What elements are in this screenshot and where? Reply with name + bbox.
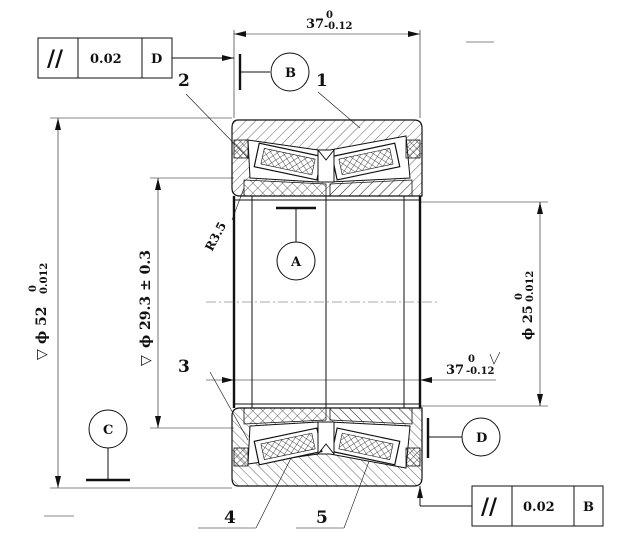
datum-b-marker: B [238, 52, 310, 92]
bore-diameter-dimension: ▽ ϕ 29.3 ± 0.3 [138, 177, 234, 429]
datum-d-marker: D [426, 417, 501, 458]
outer-dia-symbol: ▽ [34, 349, 50, 360]
datum-c-marker: C [86, 409, 130, 482]
tolerance-value-top: 0.02 [90, 52, 122, 67]
tolerance-datum-top: D [151, 52, 162, 67]
outer-dia-upper-tol: 0 [28, 285, 39, 292]
top-width-lower-tol: -0.12 [324, 21, 353, 32]
top-width-dimension: 37 0 -0.12 [233, 10, 421, 118]
tolerance-frame-bottom: // 0.02 B [417, 485, 604, 527]
tolerance-frame-top: // 0.02 D [37, 37, 234, 79]
tolerance-datum-bottom: B [583, 500, 594, 515]
mid-width-upper-tol: 0 [468, 354, 475, 365]
mid-width-nominal: 37 [446, 363, 464, 378]
radius-leader [231, 187, 245, 221]
mid-width-lower-tol: -0.12 [466, 366, 495, 377]
tolerance-value-bottom: 0.02 [523, 500, 555, 515]
inner-dia-lower-tol: 0.012 [525, 271, 536, 302]
parallelism-symbol-bottom: // [481, 494, 498, 520]
outer-dia-prefix: ϕ 52 [34, 306, 50, 344]
part-label-2: 2 [178, 71, 190, 91]
datum-c-label: C [103, 423, 113, 438]
bore-text: ϕ 29.3 ± 0.3 [138, 250, 154, 348]
parallelism-symbol-top: // [47, 46, 64, 72]
datum-d-label: D [476, 431, 487, 446]
top-width-upper-tol: 0 [326, 10, 333, 21]
inner-dia-prefix: ϕ 25 [521, 305, 536, 340]
part-label-1: 1 [316, 71, 328, 91]
outer-dia-lower-tol: 0.012 [39, 263, 50, 294]
part-label-5: 5 [316, 508, 328, 528]
bearing-body [231, 119, 423, 487]
datum-a-marker: A [276, 206, 316, 281]
datum-b-label: B [285, 66, 296, 81]
top-width-nominal: 37 [306, 17, 324, 32]
inner-dia-upper-tol: 0 [514, 293, 525, 300]
radius-label: R3.5 [202, 220, 229, 254]
part-label-3: 3 [178, 357, 190, 377]
part-label-4: 4 [224, 508, 236, 528]
bore-symbol: ▽ [138, 355, 154, 366]
mid-width-dimension: 37 0 -0.12 [206, 351, 501, 383]
outer-diameter-dimension: ▽ ϕ 52 0 0.012 [28, 117, 232, 489]
inner-diameter-dimension: ϕ 25 0 0.012 [420, 201, 548, 407]
datum-a-label: A [290, 255, 302, 270]
